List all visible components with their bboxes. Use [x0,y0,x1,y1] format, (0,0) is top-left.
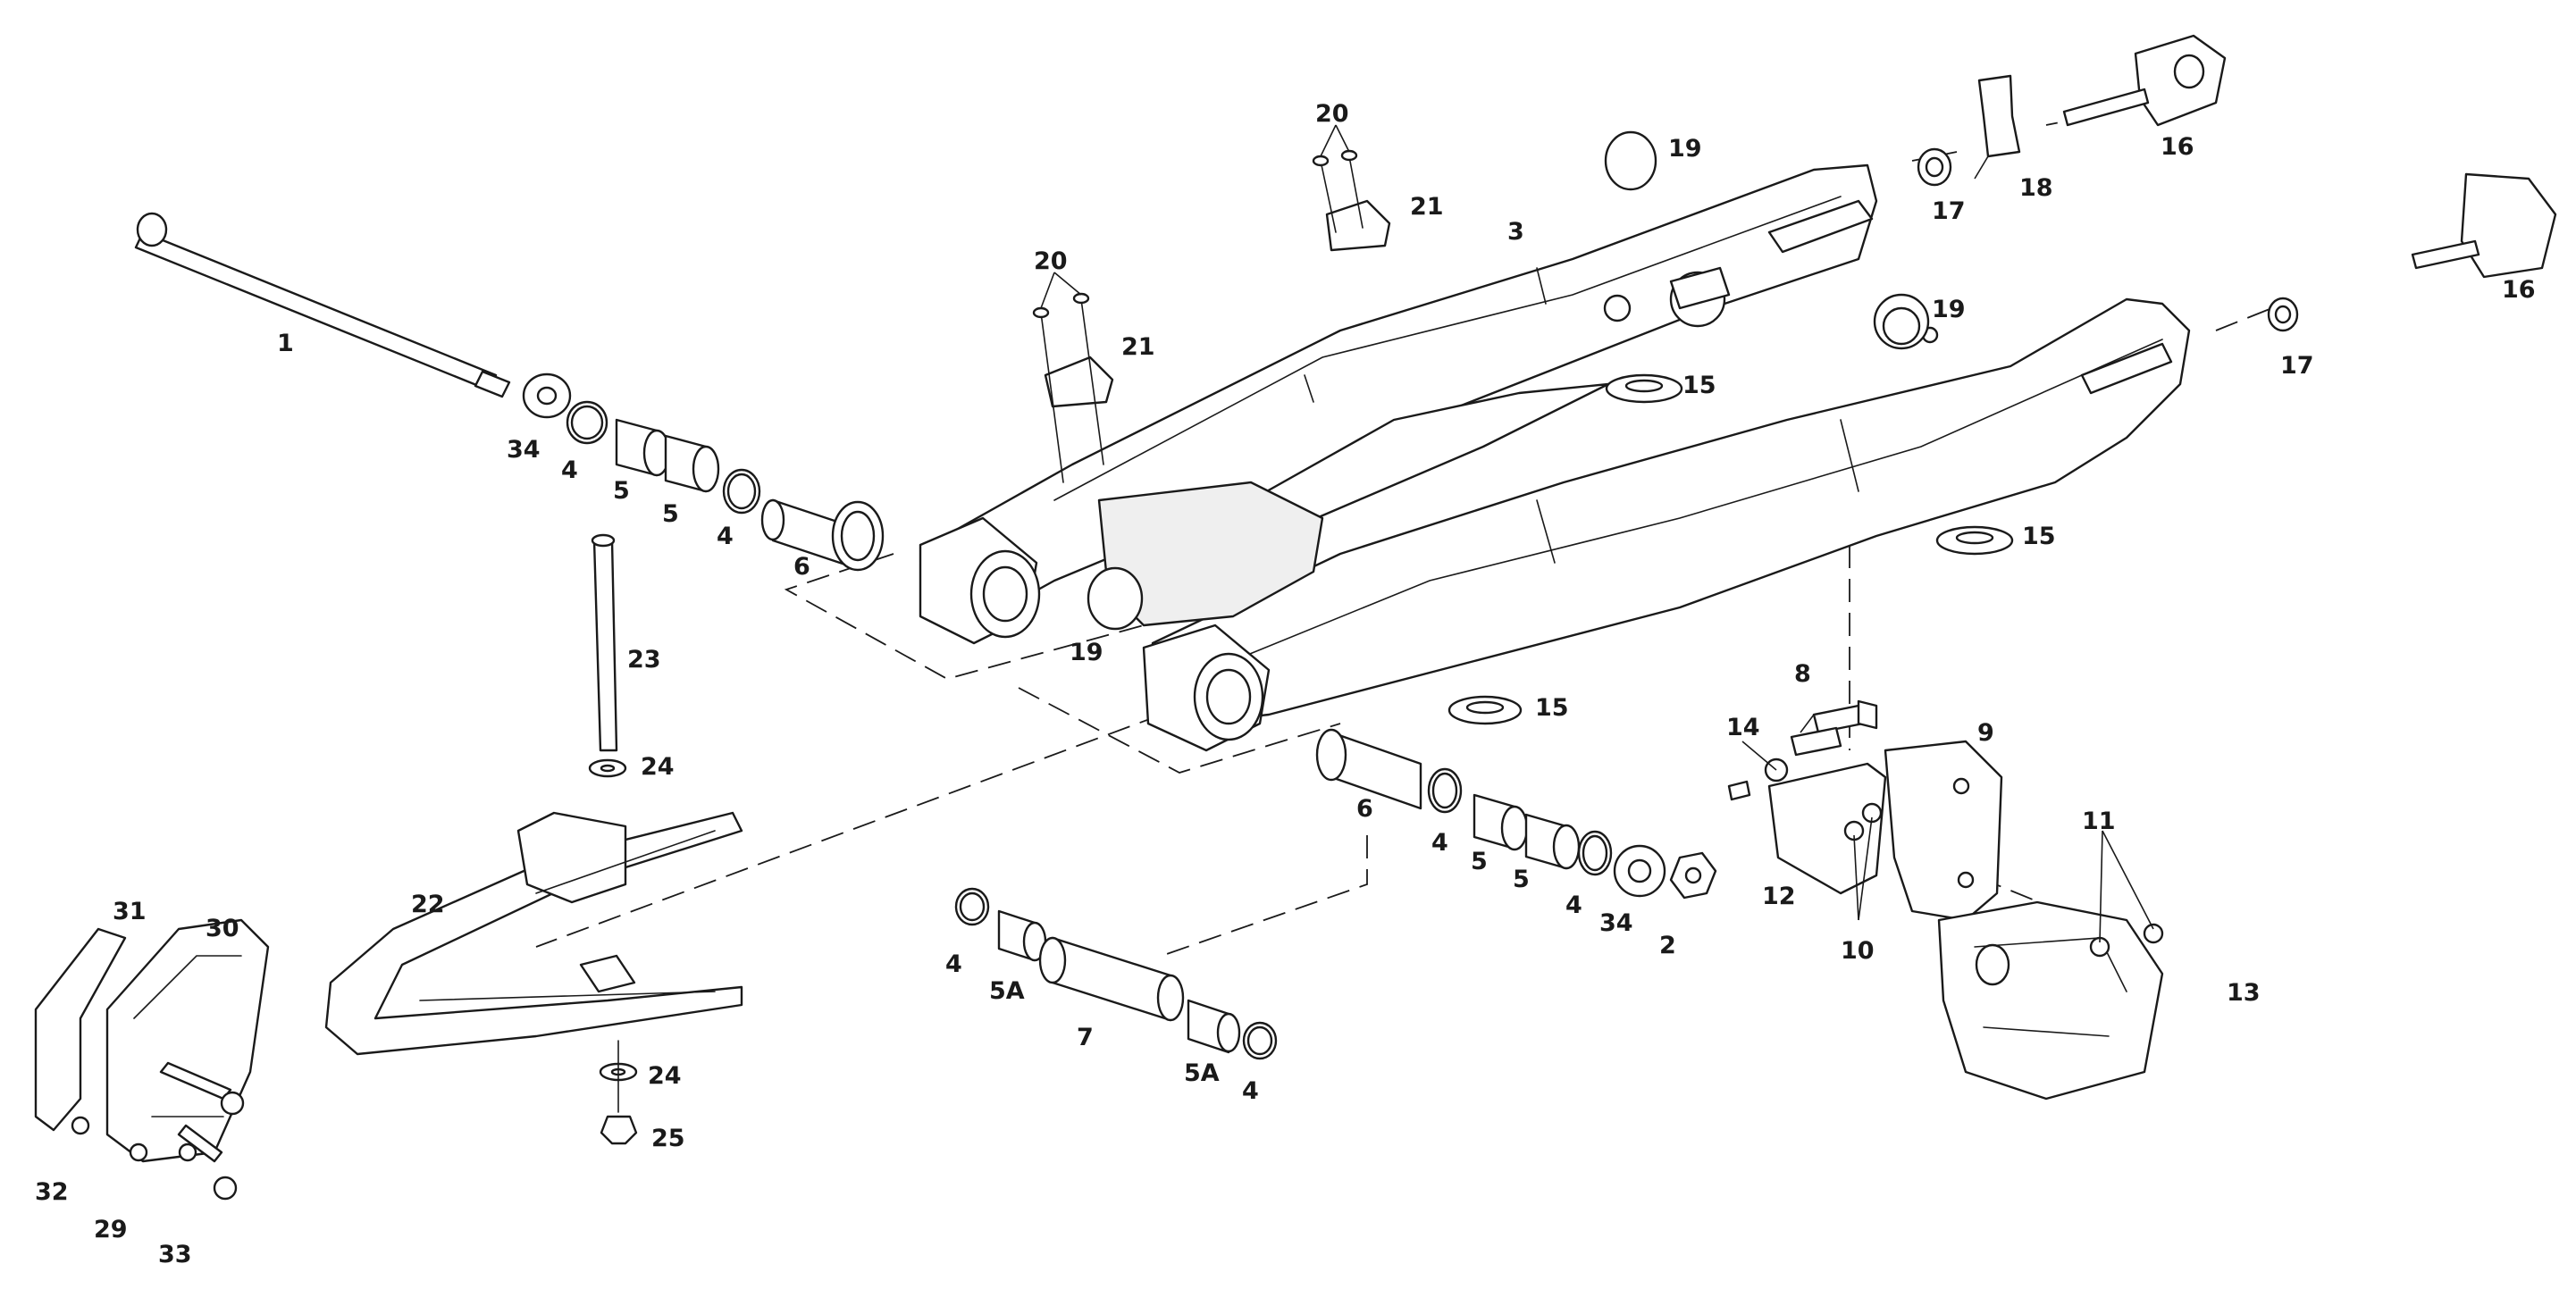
callout-10: 10 [1841,937,1875,965]
callout-6: 6 [793,553,810,581]
callout-25: 25 [651,1125,685,1152]
callout-12: 12 [1762,883,1796,910]
linkage-bearing-stack [954,887,1278,1060]
callout-29: 29 [94,1216,128,1243]
callout-4: 4 [717,523,734,550]
callout-30: 30 [206,915,239,942]
callout-2: 2 [1659,932,1676,959]
chain-slider [324,533,743,1145]
callout-4: 4 [1242,1077,1259,1105]
callout-5A: 5A [1184,1059,1220,1087]
callout-34: 34 [1599,909,1633,937]
callout-24: 24 [648,1062,682,1090]
left-pivot-stack [522,372,885,572]
chain-adjusters [1917,34,2557,332]
caliper-bracket-assembly [1727,699,2164,1101]
callout-4: 4 [561,456,578,484]
callout-22: 22 [411,891,445,918]
callout-32: 32 [35,1178,69,1206]
callout-19: 19 [1070,639,1103,666]
callout-9: 9 [1977,719,1994,747]
callout-5: 5 [1513,866,1530,893]
grommets [1447,373,2014,725]
callout-5: 5 [662,500,679,528]
callout-3: 3 [1507,218,1524,246]
callout-19: 19 [1668,135,1702,163]
callout-4: 4 [945,950,962,978]
leader-lines [1040,124,2154,943]
callout-20: 20 [1315,100,1349,128]
callout-31: 31 [113,898,147,925]
callout-4: 4 [1565,891,1582,919]
callout-1: 1 [277,330,294,357]
callout-21: 21 [1410,193,1444,221]
callout-33: 33 [158,1241,192,1268]
callout-8: 8 [1794,660,1811,688]
callout-5A: 5A [989,977,1025,1005]
callout-11: 11 [2082,808,2116,835]
assembly-axis-lines [535,115,2284,957]
callout-23: 23 [627,646,661,674]
callout-17: 17 [2280,352,2314,380]
callout-24: 24 [641,753,675,781]
callout-15: 15 [1682,372,1716,399]
brake-line-clamps [1032,149,1391,483]
callout-19: 19 [1932,296,1966,323]
plug-caps [1087,130,1930,631]
part-callouts: 1 2 3 4 4 4 4 4 4 5 5 5 5 5A 5A 6 6 7 8 … [35,100,2536,1268]
callout-5: 5 [1471,848,1488,875]
callout-15: 15 [1535,694,1569,722]
pivot-axle [134,212,511,398]
chain-guide [34,918,270,1201]
callout-18: 18 [2019,174,2053,202]
callout-5: 5 [613,477,630,505]
callout-17: 17 [1932,197,1966,225]
callout-7: 7 [1077,1024,1094,1051]
callout-21: 21 [1121,333,1155,361]
callout-16: 16 [2502,276,2536,304]
callout-6: 6 [1356,795,1373,823]
callout-34: 34 [507,436,541,464]
callout-16: 16 [2161,133,2194,161]
callout-14: 14 [1726,714,1760,741]
callout-4: 4 [1431,829,1448,857]
swingarm-body [919,163,2191,752]
callout-20: 20 [1034,247,1068,275]
callout-13: 13 [2227,979,2261,1007]
callout-15: 15 [2022,523,2056,550]
right-pivot-stack [1315,728,1717,900]
